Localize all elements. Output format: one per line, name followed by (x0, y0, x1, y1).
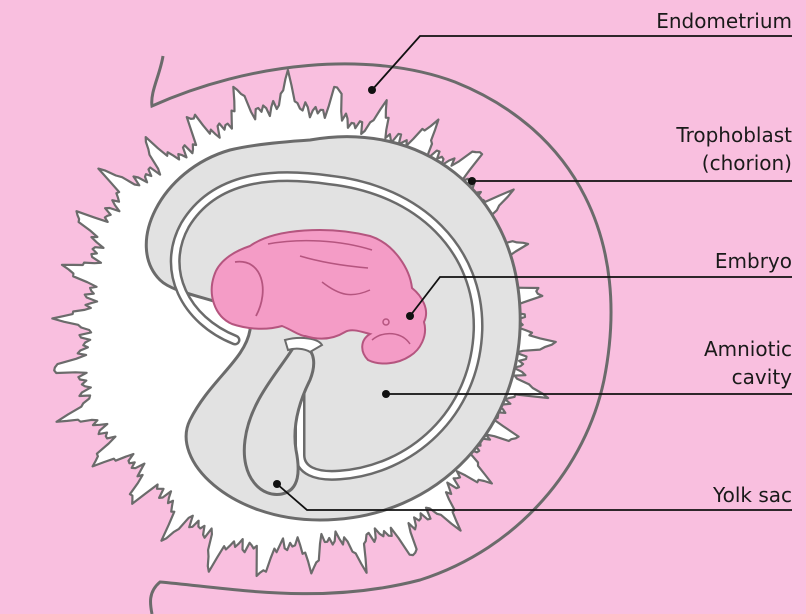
label-embryo: Embryo (715, 249, 792, 273)
leader-dot-embryo (406, 312, 414, 320)
label-endometrium: Endometrium (656, 9, 792, 33)
label-trophoblast: Trophoblast (675, 123, 792, 147)
label-chorion: (chorion) (702, 151, 792, 175)
label-yolk-sac: Yolk sac (712, 483, 792, 507)
label-amniotic: Amniotic (704, 337, 792, 361)
leader-dot-yolk (273, 480, 281, 488)
leader-dot-endometrium (368, 86, 376, 94)
leader-dot-amniotic (382, 390, 390, 398)
label-cavity: cavity (732, 365, 792, 389)
leader-dot-trophoblast (468, 177, 476, 185)
leader-endometrium (372, 36, 792, 90)
